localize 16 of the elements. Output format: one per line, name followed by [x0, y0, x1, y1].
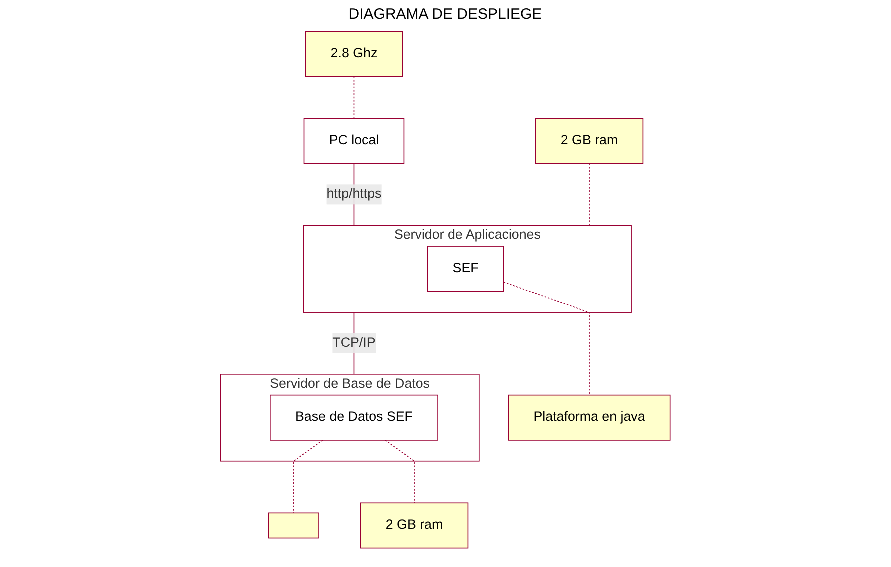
node-box: SEF — [427, 246, 504, 292]
node-box: Base de Datos SEF — [270, 394, 438, 441]
node-box: Plataforma en java — [508, 394, 671, 441]
diagram-title: DIAGRAMA DE DESPLIEGE — [348, 6, 544, 23]
edge-label: TCP/IP — [332, 336, 376, 350]
node-box: 2.8 Ghz — [305, 31, 404, 78]
node-box: 2 GB ram — [360, 502, 469, 549]
node-box: 2 GB ram — [535, 118, 644, 164]
connector — [294, 440, 324, 514]
connector — [354, 76, 355, 120]
node-box — [268, 512, 320, 539]
node-box: PC local — [304, 118, 405, 164]
connector — [385, 440, 415, 504]
edge-label: http/https — [326, 187, 382, 202]
connector — [589, 163, 590, 226]
connector — [503, 282, 590, 396]
